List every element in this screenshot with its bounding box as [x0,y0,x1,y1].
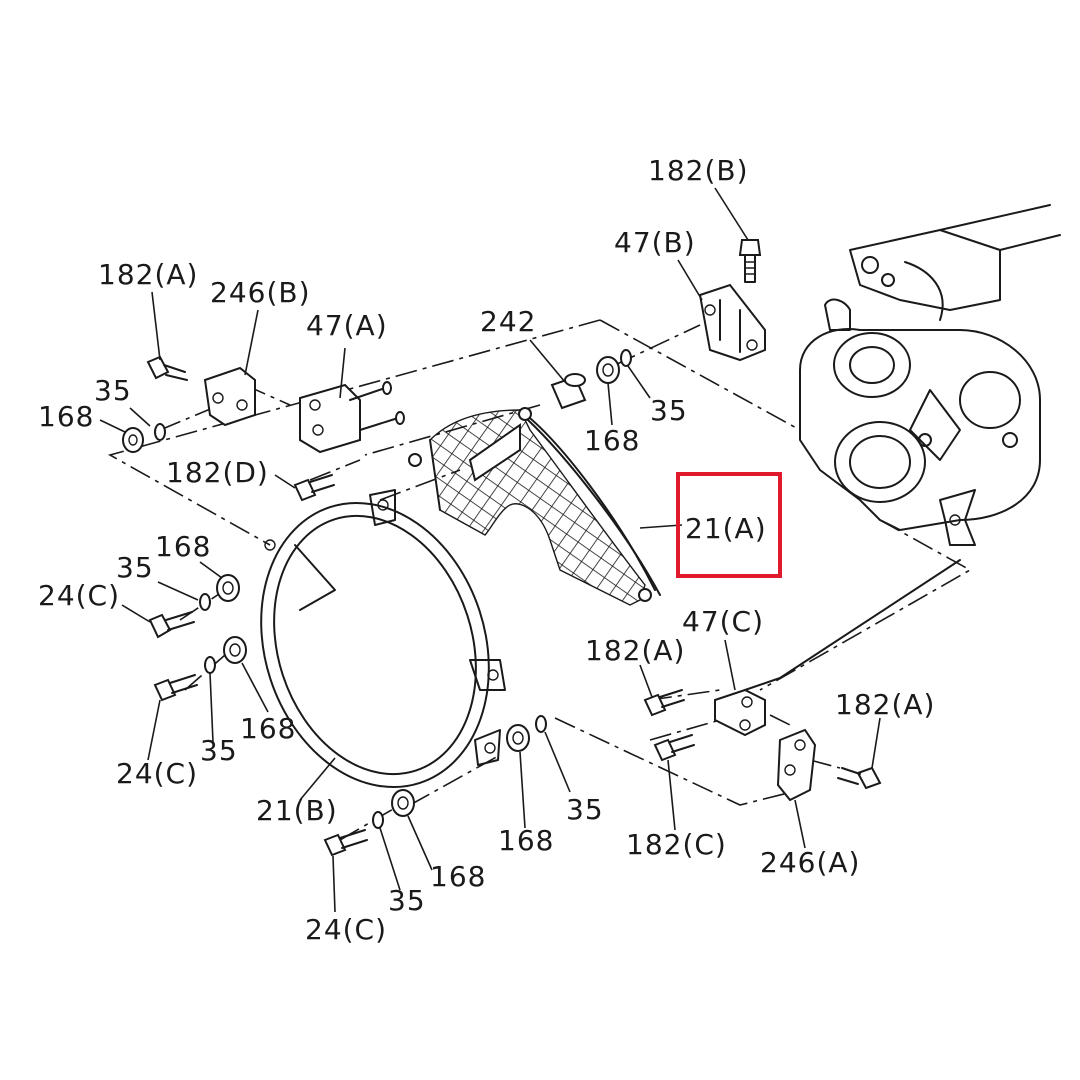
label-47b: 47(B) [614,226,696,259]
part-labels: 182(B) 47(B) 182(A) 246(B) 47(A) 242 35 … [38,154,935,946]
bolt-182a-r [837,766,882,790]
label-35-mid-left: 35 [116,551,154,584]
bolt-182a-mr [643,689,685,717]
label-168-top-left: 168 [38,400,94,433]
bracket-47c [714,559,961,737]
highlight-box [676,472,782,578]
engine-block [799,204,1061,546]
label-168-mid-left-2: 168 [240,712,296,745]
bolt-182b [738,239,762,283]
label-35-bottom-center: 35 [388,884,426,917]
label-35-top-left: 35 [94,374,132,407]
label-182c: 182(C) [626,828,727,861]
bolt-182c [653,734,695,762]
bracket-47a [299,381,405,454]
grommet-168-tl [122,427,144,453]
bracket-246b [203,366,256,427]
bracket-246a [776,728,817,802]
label-21a: 21(A) [685,512,767,545]
label-168-bottom-center: 168 [430,860,486,893]
upper-shroud-mesh [408,407,661,606]
label-182d: 182(D) [166,456,269,489]
bolt-24c-ml2 [153,674,198,702]
fan-shroud-ring [260,489,506,789]
label-182a-top-left: 182(A) [98,258,198,291]
label-24c-mid-left: 24(C) [38,579,120,612]
label-168-top: 168 [584,424,640,457]
bolt-24c-bc [323,829,368,857]
bracket-47b [698,283,766,362]
grommet-168-top [596,356,620,384]
label-168-mid-left: 168 [155,530,211,563]
label-246a: 246(A) [760,846,860,879]
leader-lines [99,187,881,913]
label-47a: 47(A) [306,309,388,342]
label-35-bottom-right: 35 [566,793,604,826]
fasteners [122,349,882,857]
label-35-top: 35 [650,394,688,427]
label-168-bottom-right: 168 [498,824,554,857]
grommet-168-ml2 [223,636,247,664]
label-182a-mid-right: 182(A) [585,634,685,667]
label-182a-right: 182(A) [835,688,935,721]
label-242: 242 [480,305,536,338]
bolt-24c-ml [148,611,195,639]
label-24c-bottom-center: 24(C) [305,913,387,946]
bolt-182d [293,474,335,502]
label-35-mid-left-2: 35 [200,734,238,767]
grommet-168-ml [216,574,240,602]
grommet-168-bc [391,789,415,817]
grommet-168-br [506,724,530,752]
label-47c: 47(C) [682,605,764,638]
spacer-242 [550,373,587,410]
label-182b: 182(B) [648,154,749,187]
bolt-182a-tl [146,355,188,381]
label-24c-mid-left-2: 24(C) [116,757,198,790]
label-21b: 21(B) [256,794,338,827]
label-246b: 246(B) [210,276,311,309]
